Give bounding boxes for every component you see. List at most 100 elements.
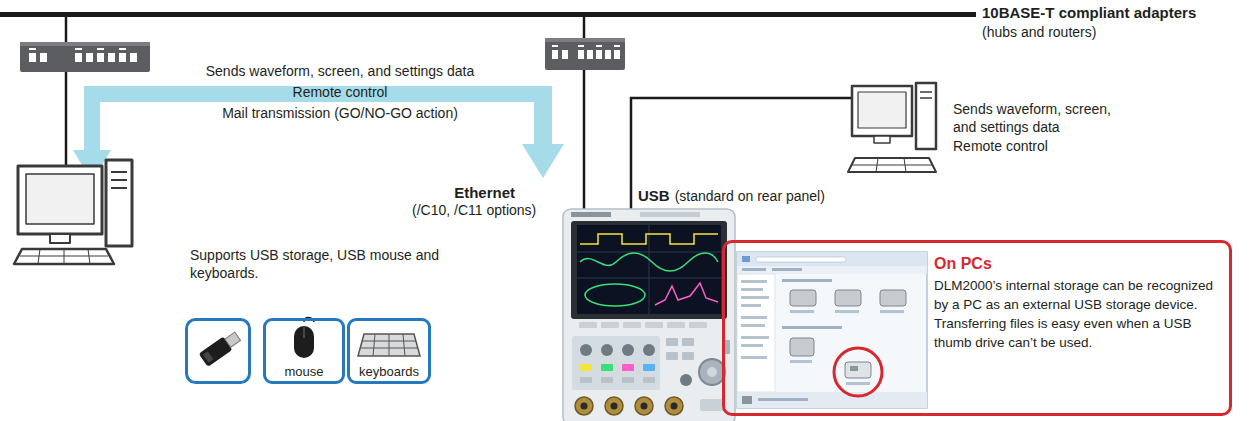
usb-storage-icon-part [199,330,243,367]
explorer-screenshot-part [880,290,906,306]
oscilloscope-part [635,397,653,415]
oscilloscope-part [611,403,618,410]
network-wire-part [65,72,68,166]
network-wire-part [65,16,68,42]
oscilloscope-part [665,397,683,415]
oscilloscope-part [580,344,592,356]
interface-name: Ethernet [395,183,515,203]
note-text: (hubs and routers) [982,23,1247,41]
oscilloscope-part [645,322,663,328]
explorer-screenshot-part [741,316,767,319]
device-label: keyboards [350,364,428,379]
pc-icon-part [111,187,127,189]
hub-icon-part [75,48,82,50]
hub-icon-part [614,45,620,47]
pc-icon-part [64,249,65,264]
hub-icon-part [578,50,584,59]
pc-icon-part [111,179,127,181]
explorer-screenshot-part [741,296,769,299]
explorer-screenshot-part [782,279,832,282]
hub-icon-part [552,45,558,47]
hub-icon-part [605,50,611,59]
keyboard-icon-part [358,334,420,356]
pc-icon-part [111,171,127,173]
oscilloscope-part [622,344,634,356]
legend-heading: 10BASE-T compliant adapters [982,3,1247,23]
network-backbone [0,12,976,17]
oscilloscope-part [640,212,700,217]
oscilloscope-part [579,322,597,328]
explorer-screenshot-part [758,398,808,401]
oscilloscope-part [623,322,641,328]
feature-note: Supports USB storage, USB mouse and keyb… [190,246,445,283]
pc-icon-part [852,86,912,136]
oscilloscope [563,209,735,421]
hub-icon-part [596,50,602,59]
oscilloscope-part [563,209,735,421]
oscilloscope-part [682,352,694,360]
hub-icon-part [75,53,82,62]
explorer-screenshot-part [834,348,882,396]
hub-icon-part [119,48,126,50]
hub-icon-part [562,50,568,59]
mouse-icon-part [294,326,314,358]
callout-panel: On PCsDLM2000’s internal storage can be … [722,240,1232,416]
hub-icon-part [578,45,584,47]
pc-icon-part [852,165,932,166]
explorer-screenshot-part [772,268,802,271]
oscilloscope-part [643,364,655,371]
oscilloscope-part [666,352,678,360]
oscilloscope-part [571,212,611,217]
pc-icon-part [14,249,114,264]
oscilloscope-part [601,344,613,356]
data-flow-arrow-part [84,86,100,152]
oscilloscope-part [641,403,648,410]
interface-name: USB [638,186,670,206]
hub-icon-part [20,42,150,72]
oscilloscope-part [682,338,694,346]
network-wire-part [583,70,586,209]
flow-label: Mail transmission (GO/NO-GO action) [130,104,550,122]
oscilloscope-part [605,397,623,415]
interface-note: (/C10, /C11 options) [412,201,577,219]
mouse-icon-part [303,327,304,338]
hub-icon-part [545,38,625,70]
data-flow-arrow [73,86,564,182]
hub-icon-part [130,53,137,62]
explorer-screenshot-part [880,310,904,313]
oscilloscope-part [643,344,655,356]
oscilloscope-part [680,374,692,386]
panel-body: DLM2000’s internal storage can be recogn… [934,276,1215,352]
pc-icon-part [858,92,906,128]
explorer-screenshot-part [737,266,927,274]
pc-icon [848,83,936,172]
explorer-screenshot-part [782,326,842,329]
device-label: mouse [266,364,342,379]
usb-storage-icon-part-part [203,351,214,363]
flow-label: Sends waveform, screen, and settings dat… [953,100,1125,137]
panel-heading: On PCs [934,253,1215,275]
pc-icon-part [874,136,890,143]
oscilloscope-part [585,284,645,306]
pc-icon-part [26,174,94,224]
hub-icon-part [86,53,93,62]
explorer-screenshot-part [790,310,814,313]
explorer-screenshot-part [790,360,812,363]
explorer-screenshot-part [741,280,767,283]
explorer-screenshot-part [742,396,752,404]
hub-icon-part [119,53,126,62]
device-box: mouse [263,318,345,384]
keyboard-icon-part [389,334,390,356]
oscilloscope-part [601,377,613,383]
oscilloscope-part [581,403,588,410]
network-wire [66,16,851,209]
hub-icon [20,42,150,72]
oscilloscope-part [580,253,718,271]
explorer-screenshot-part [835,290,861,306]
oscilloscope-part [671,403,678,410]
pc-icon-part [848,158,936,172]
explorer-screenshot-part [846,382,870,385]
explorer-screenshot [737,252,927,408]
